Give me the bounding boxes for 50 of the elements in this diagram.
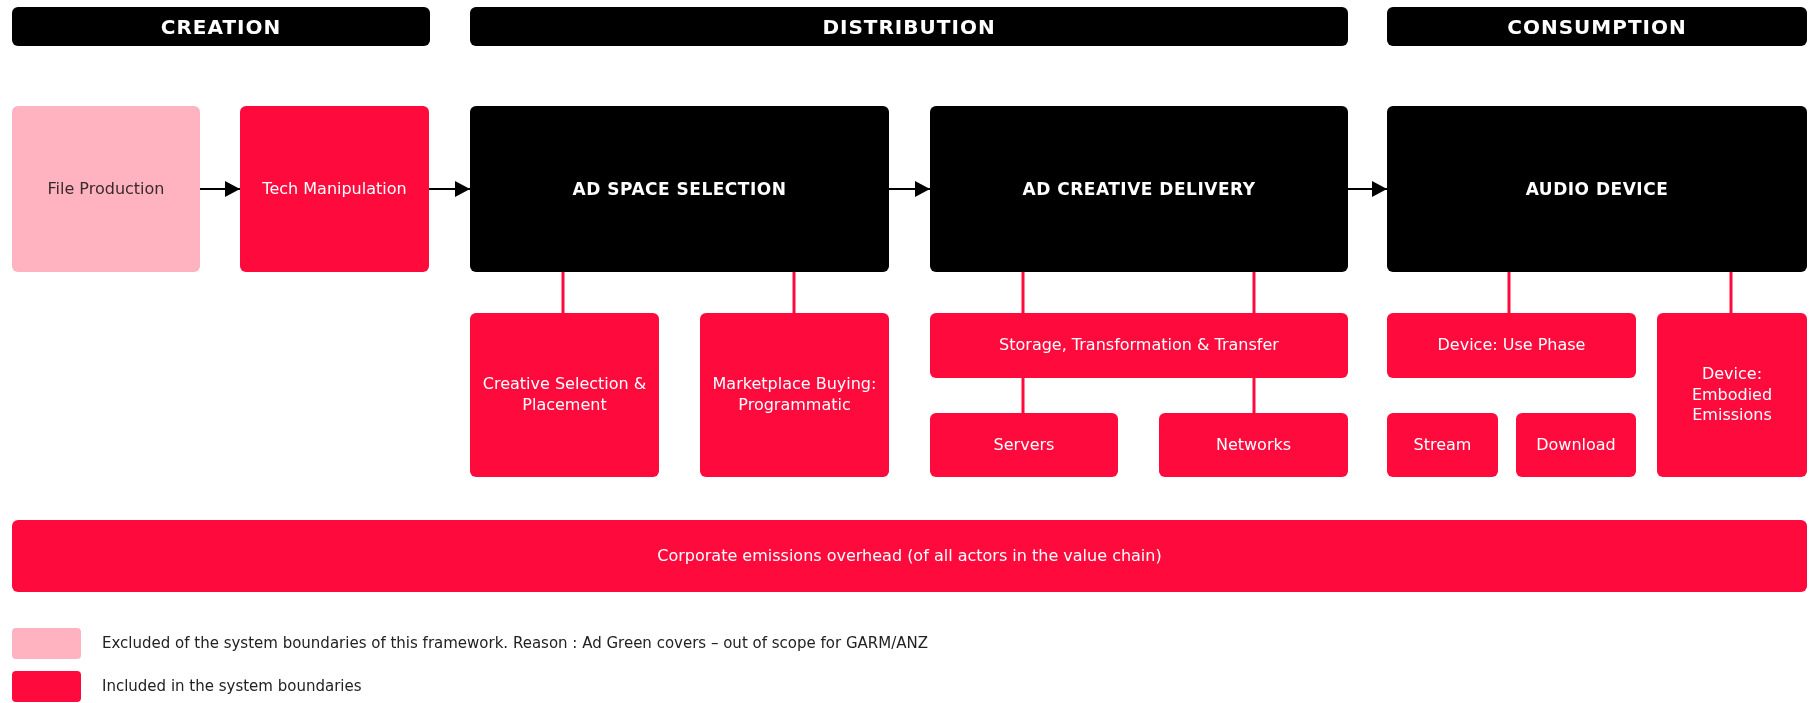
connector-line	[1252, 272, 1256, 313]
node-label: DISTRIBUTION	[822, 13, 996, 40]
stage-box	[1387, 106, 1807, 272]
connector-line	[792, 272, 796, 313]
process-box	[1159, 413, 1348, 477]
process-box	[930, 313, 1348, 378]
chevron-arrow	[888, 181, 931, 197]
process-box	[1387, 413, 1498, 477]
legend-text: Excluded of the system boundaries of this framework. Reason : Ad Green covers – out of scope for GARM/ANZ	[102, 634, 928, 652]
process-box	[930, 413, 1118, 477]
process-box	[1387, 313, 1636, 378]
node-label: AUDIO DEVICE	[1525, 177, 1669, 201]
process-box	[700, 313, 889, 477]
chevron-arrow	[1347, 181, 1388, 197]
node-label: Download	[1536, 434, 1616, 456]
stage-box	[470, 106, 889, 272]
node-label: Creative Selection & Placement	[481, 374, 648, 416]
connector-line	[1507, 272, 1511, 313]
node-label: AD CREATIVE DELIVERY	[1022, 177, 1256, 201]
connector-line	[561, 272, 565, 313]
process-box	[12, 520, 1807, 592]
node-label: Marketplace Buying: Programmatic	[711, 374, 878, 416]
process-box	[470, 313, 659, 477]
node-label: Tech Manipulation	[262, 178, 407, 200]
stage-box	[930, 106, 1348, 272]
node-label: Device: Embodied Emissions	[1690, 363, 1774, 427]
process-box	[240, 106, 429, 272]
node-label: Networks	[1215, 434, 1292, 456]
header-band	[470, 7, 1348, 46]
chevron-arrow	[428, 181, 471, 197]
node-label: File Production	[47, 178, 165, 200]
process-box	[1516, 413, 1636, 477]
node-label: AD SPACE SELECTION	[572, 177, 787, 201]
process-box	[12, 106, 200, 272]
node-label: CONSUMPTION	[1507, 13, 1687, 40]
node-label: Storage, Transformation & Transfer	[999, 335, 1279, 356]
connector-line	[1729, 272, 1733, 313]
connector-line	[1252, 378, 1256, 413]
connector-line	[1021, 272, 1025, 313]
node-label: Corporate emissions overhead (of all actors in the value chain)	[657, 545, 1162, 567]
node-label: Device: Use Phase	[1437, 335, 1586, 356]
chevron-arrow	[199, 181, 241, 197]
process-box	[1657, 313, 1807, 477]
node-label: Servers	[993, 434, 1055, 456]
node-label: CREATION	[160, 13, 282, 40]
header-band	[1387, 7, 1807, 46]
connector-line	[1021, 378, 1025, 413]
node-label: Stream	[1413, 434, 1472, 456]
legend-text: Included in the system boundaries	[102, 677, 362, 695]
header-band	[12, 7, 430, 46]
